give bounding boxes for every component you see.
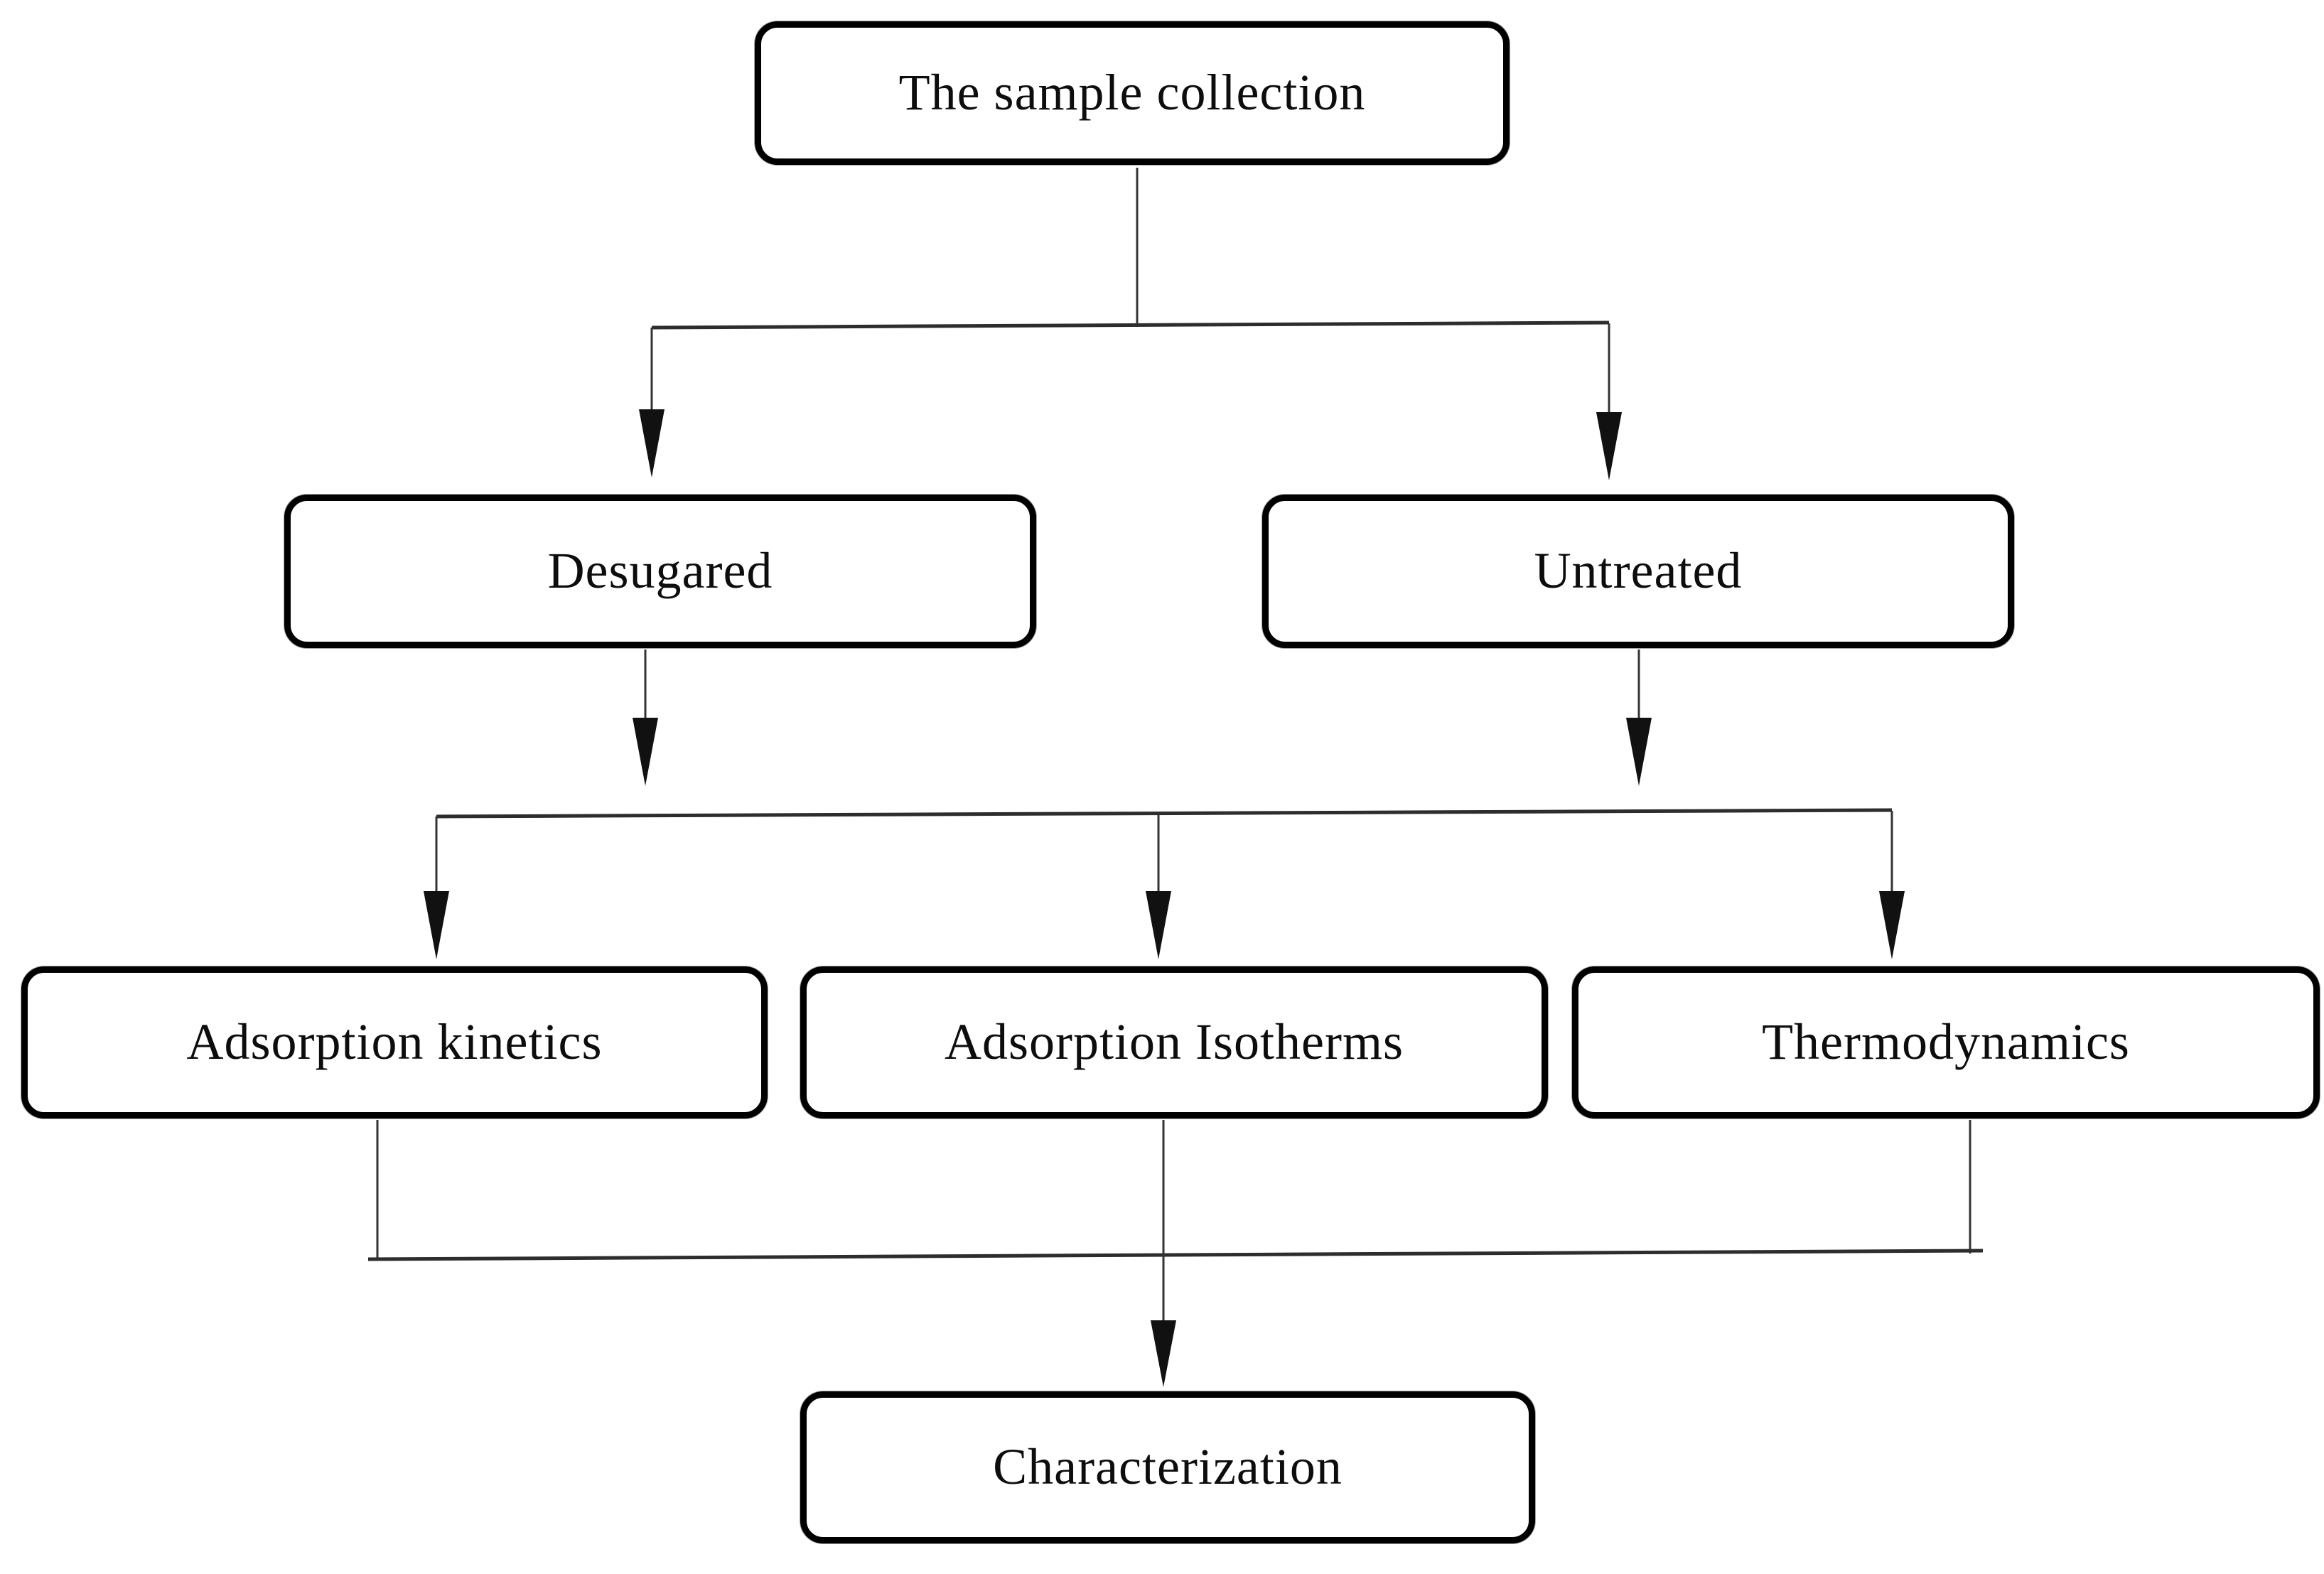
- node-sample-collection: The sample collection: [755, 21, 1510, 165]
- node-untreated: Untreated: [1262, 495, 2014, 648]
- node-desugared: Desugared: [284, 495, 1036, 648]
- arrowhead-to-thermodynamics: [1879, 891, 1905, 959]
- arrowhead-untreated-to-branch: [1626, 718, 1652, 786]
- arrowhead-desugared-to-branch: [633, 718, 658, 786]
- node-thermodynamics: Thermodynamics: [1572, 966, 2320, 1118]
- arrowhead-to-kinetics: [424, 891, 449, 959]
- node-untreated-label: Untreated: [1534, 542, 1743, 600]
- node-adsorption-isotherms: Adsorption Isotherms: [800, 966, 1548, 1118]
- connector-branch2-horizontal: [436, 808, 1893, 819]
- arrowhead-to-isotherms: [1146, 891, 1171, 959]
- arrowhead-to-untreated: [1596, 412, 1622, 480]
- node-adsorption-kinetics-label: Adsorption kinetics: [186, 1013, 603, 1071]
- node-thermodynamics-label: Thermodynamics: [1762, 1013, 2130, 1071]
- node-characterization-label: Characterization: [993, 1438, 1343, 1496]
- arrowhead-to-desugared: [639, 409, 665, 478]
- node-characterization: Characterization: [800, 1391, 1535, 1543]
- node-sample-collection-label: The sample collection: [898, 64, 1366, 122]
- connector-merge-horizontal: [367, 1249, 1984, 1261]
- arrowhead-to-characterization: [1151, 1320, 1176, 1387]
- node-desugared-label: Desugared: [547, 542, 773, 600]
- node-adsorption-kinetics: Adsorption kinetics: [21, 966, 768, 1118]
- node-adsorption-isotherms-label: Adsorption Isotherms: [945, 1013, 1404, 1071]
- connector-branch1-horizontal: [651, 320, 1610, 330]
